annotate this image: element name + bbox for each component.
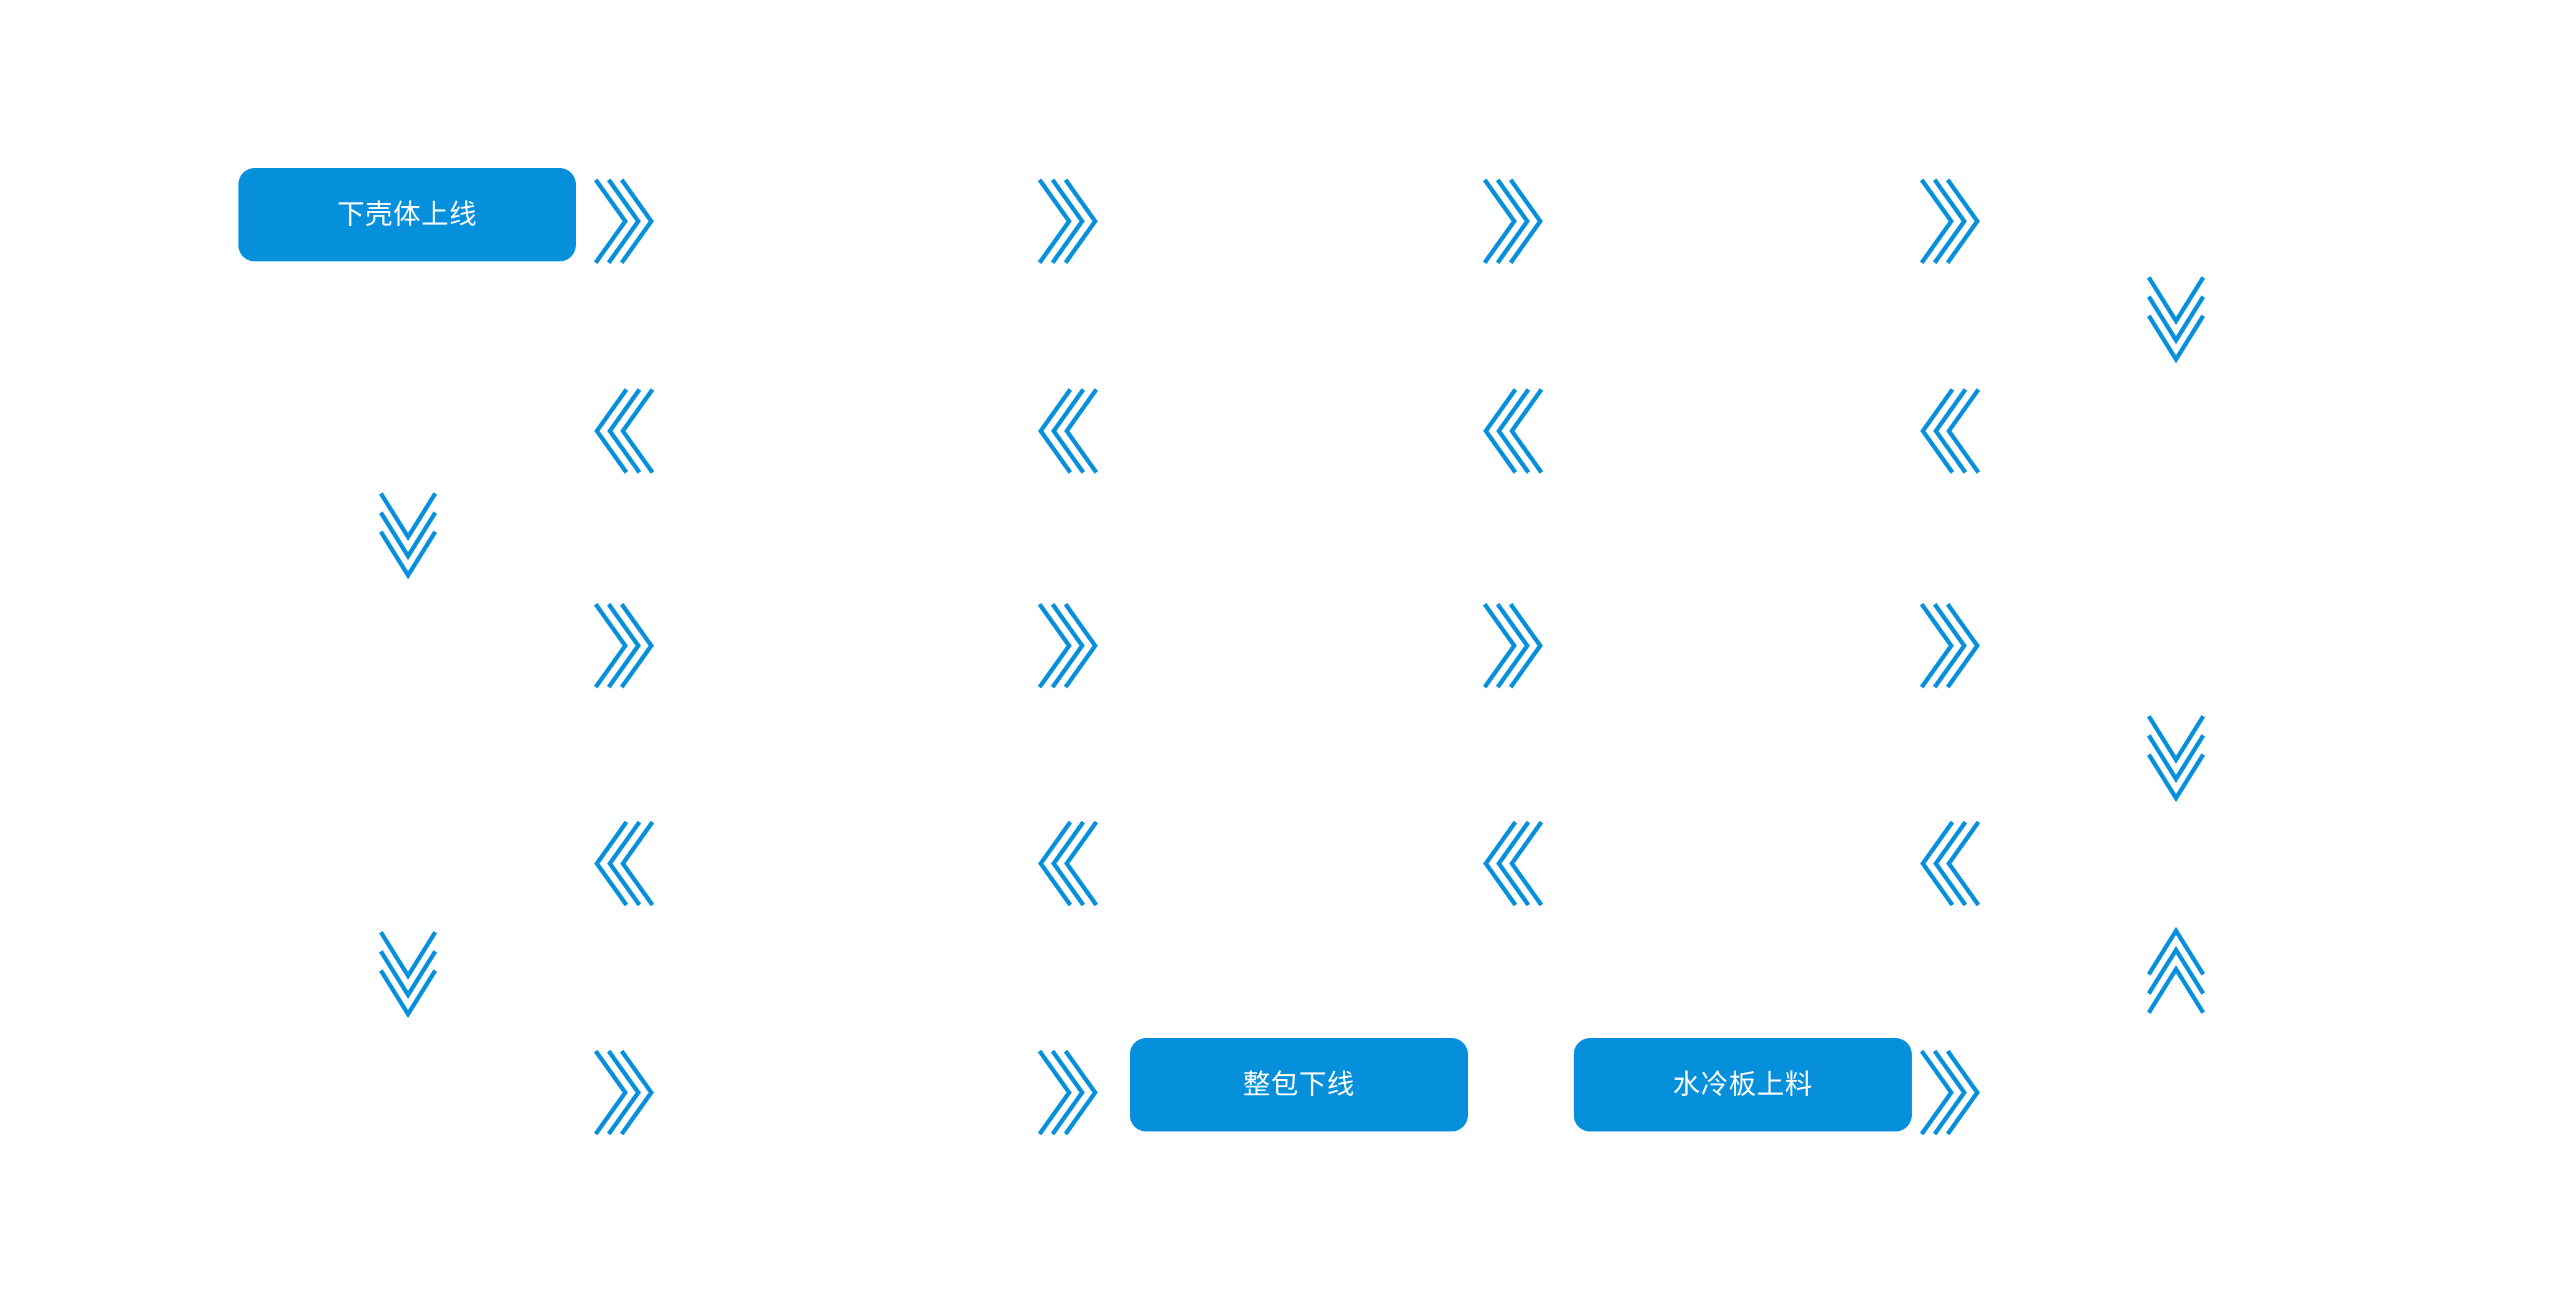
chevron-right-icon: [1483, 601, 1543, 691]
chevron-down-icon: [378, 492, 438, 579]
chevron-right-icon: [1920, 176, 1980, 266]
chevron-left-icon: [595, 386, 654, 476]
chevron-down-icon: [2146, 714, 2206, 802]
chevron-right-icon: [1038, 1047, 1098, 1138]
chevron-left-icon: [1920, 386, 1980, 476]
button-lower-shell-online[interactable]: 下壳体上线: [238, 168, 576, 261]
chevron-down-icon: [378, 930, 438, 1018]
chevron-down-icon: [2146, 276, 2206, 363]
button-label: 水冷板上料: [1673, 1069, 1813, 1100]
chevron-left-icon: [595, 818, 654, 909]
chevron-right-icon: [595, 1047, 654, 1138]
chevron-right-icon: [1483, 176, 1543, 266]
chevron-right-icon: [595, 176, 654, 266]
chevron-left-icon: [1483, 818, 1543, 909]
chevron-left-icon: [1038, 386, 1098, 476]
button-pack-offline[interactable]: 整包下线: [1130, 1038, 1468, 1131]
chevron-right-icon: [1920, 1047, 1980, 1138]
chevron-left-icon: [1038, 818, 1098, 909]
chevron-left-icon: [1920, 818, 1980, 909]
chevron-left-icon: [1483, 386, 1543, 476]
chevron-up-icon: [2146, 927, 2206, 1014]
button-water-cooling-plate-loading[interactable]: 水冷板上料: [1574, 1038, 1912, 1131]
chevron-right-icon: [1038, 601, 1098, 691]
button-label: 整包下线: [1243, 1069, 1355, 1100]
button-label: 下壳体上线: [337, 199, 477, 230]
chevron-right-icon: [1038, 176, 1098, 266]
chevron-right-icon: [595, 601, 654, 691]
chevron-right-icon: [1920, 601, 1980, 691]
